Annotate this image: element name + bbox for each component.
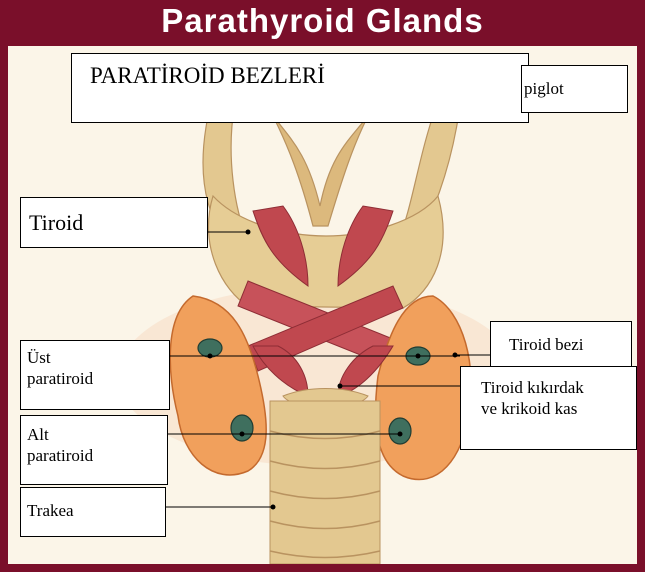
leader-alt-dot-right xyxy=(398,432,403,437)
label-tiroid-kikirdak: Tiroid kıkırdak ve krikoid kas xyxy=(460,366,637,450)
lower-right-parathyroid xyxy=(389,418,411,444)
diagram-panel: PARATİROİD BEZLERİ piglot Tiroid Üst par… xyxy=(8,46,637,564)
label-epiglot: piglot xyxy=(521,65,628,113)
label-tiroid-bezi: Tiroid bezi xyxy=(490,321,632,369)
leader-trakea-dot xyxy=(271,505,276,510)
leader-ust-dot-right xyxy=(416,354,421,359)
leader-alt-dot-left xyxy=(240,432,245,437)
trachea xyxy=(270,401,380,564)
label-tiroid: Tiroid xyxy=(20,197,208,248)
leader-tiroid-dot xyxy=(246,230,251,235)
label-trakea: Trakea xyxy=(20,487,166,537)
leader-tiroid-bezi-dot xyxy=(453,353,458,358)
lower-left-parathyroid xyxy=(231,415,253,441)
leader-kikirdak-dot xyxy=(338,384,343,389)
banner-title: Parathyroid Glands xyxy=(0,2,645,44)
main-title-label: PARATİROİD BEZLERİ xyxy=(71,53,529,123)
label-alt-paratiroid: Alt paratiroid xyxy=(20,415,168,485)
label-ust-paratiroid: Üst paratiroid xyxy=(20,340,170,410)
leader-ust-dot-left xyxy=(208,354,213,359)
epiglottis xyxy=(273,116,368,226)
